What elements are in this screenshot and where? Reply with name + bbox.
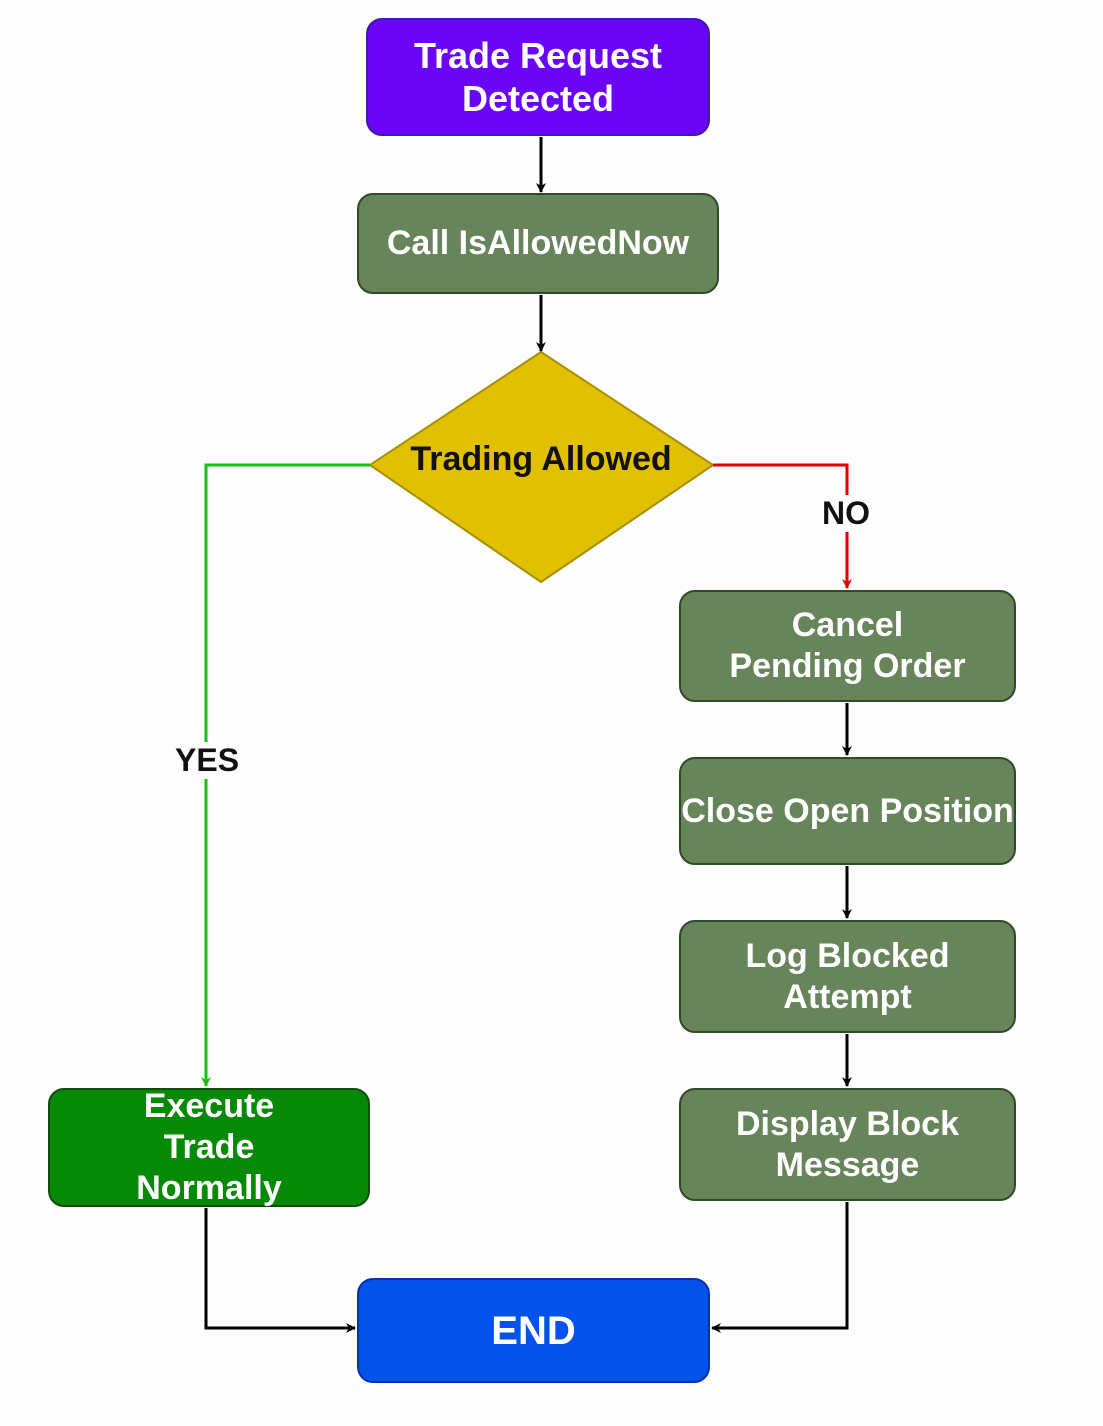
node-label: Log Blocked Attempt [745,936,950,1016]
node-trade-request-detected: Trade Request Detected [366,18,710,136]
node-display-block-message: Display Block Message [679,1088,1016,1201]
node-close-open-position: Close Open Position [679,757,1016,865]
edge-no-to-cancel [713,463,852,589]
node-label: Close Open Position [681,791,1014,830]
node-label: Call IsAllowedNow [386,224,690,263]
decision-trading-allowed-label: Trading Allowed [410,440,672,478]
node-execute-trade-normally: Execute Trade Normally [48,1087,370,1207]
node-label: Cancel Pending Order [729,606,966,685]
node-end: END [357,1278,710,1383]
node-label: Display Block Message [736,1104,959,1184]
edge-label-yes: YES [172,742,243,779]
edge-label-no: NO [820,495,872,532]
node-call-isallowednow: Call IsAllowedNow [357,193,719,294]
node-label: END [491,1308,576,1353]
node-label: Trade Request Detected [413,34,663,119]
edge-yes-to-execute [201,463,370,1087]
node-label: Execute Trade Normally [136,1087,282,1207]
edge-execute-to-end [204,1208,356,1333]
node-cancel-pending-order: Cancel Pending Order [679,590,1016,702]
node-log-blocked-attempt: Log Blocked Attempt [679,920,1016,1033]
decision-diamond [368,350,715,584]
edge-display-to-end [711,1202,849,1333]
